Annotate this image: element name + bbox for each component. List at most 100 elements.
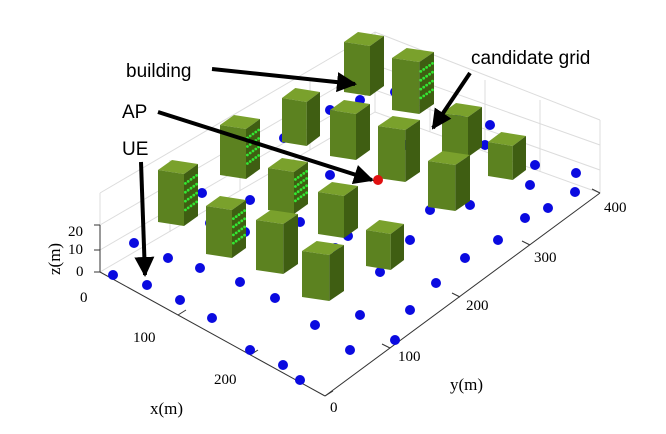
candidate-grid-point [237,237,241,241]
candidate-grid-point [422,94,426,98]
candidate-grid-point [296,183,300,186]
candidate-grid-point [248,160,252,163]
building-side [356,104,370,160]
candidate-grid-point [251,132,255,136]
building-top [488,132,526,146]
candidate-grid-point [299,181,303,184]
building-side [294,162,308,214]
candidate-grid-point [232,217,235,221]
candidate-grid-point [257,145,260,149]
building-front [330,110,356,160]
candidate-grid-point [240,227,244,231]
candidate-grid-point [302,193,306,197]
candidate-grid-point [243,209,247,213]
building [330,100,370,160]
candidate-grid-point [195,200,199,204]
building-side [344,186,358,238]
candidate-grid-point [305,184,308,188]
label-ap: AP [122,102,147,123]
candidate-grid-point [428,64,431,67]
building [256,210,298,274]
candidate-grid-point [296,190,300,194]
building-side [232,200,246,258]
ue-dot [197,188,207,198]
candidate-grid-point [419,96,423,100]
y-tick-300: 300 [534,250,557,266]
candidate-grid-point [234,231,238,235]
ue-dot [310,320,320,330]
building-front [318,192,344,238]
candidate-grid-point [248,134,252,138]
ue-dot [405,235,415,245]
ue-dot [570,187,580,197]
building-front [428,161,456,211]
z-tick-20: 20 [68,224,83,240]
candidate-grid-point [296,176,300,179]
candidate-grid-point [189,195,193,199]
arrow-ue [134,161,155,277]
building-side [390,224,404,270]
candidate-grid-point [184,190,187,194]
ue-dot [405,305,415,315]
candidate-grid-point [299,174,303,177]
building-top [158,160,198,174]
candidate-grid-point [431,88,434,92]
ue-dot [345,345,355,355]
building-side [283,214,298,274]
ue-dot [270,293,280,303]
building [428,151,470,211]
y-tick-200: 200 [466,298,489,314]
building [344,32,384,96]
ue-dot [390,335,400,345]
candidate-grid-point [428,81,431,85]
ue-dot [129,238,139,248]
candidate-grid-point [186,188,190,192]
candidate-grid-point [305,170,308,173]
candidate-grid-point [294,178,297,181]
ap-marker [373,175,383,185]
x-tick-100: 100 [133,330,156,346]
y-tick-0: 0 [330,400,338,416]
candidate-grid-point [302,186,306,190]
building-side [455,155,470,211]
candidate-grid-point [186,180,190,183]
candidate-grid-point [425,74,428,78]
ue-dot [525,180,535,190]
building-front [442,113,468,157]
candidate-grid-point [234,223,238,227]
building-side [184,164,198,226]
ue-dot [355,310,365,320]
y-tick-400: 400 [604,200,627,216]
candidate-grid-point [302,172,306,175]
candidate-grid-point [431,70,434,74]
candidate-grid-point [184,199,187,203]
candidate-grid-point [294,185,297,188]
candidate-grid-point [192,202,196,206]
candidate-grid-point [234,215,238,219]
building-top [282,88,320,102]
candidate-grid-point [240,235,244,239]
building [378,116,420,182]
building-front [392,58,420,114]
building [268,158,308,214]
candidate-grid-point [248,143,252,146]
z-tick-10: 10 [68,242,83,258]
x-tick-200: 200 [214,372,237,388]
annotation-arrows [134,67,472,277]
x-tick-0: 0 [80,290,88,306]
building [392,48,434,114]
candidate-grid-point [192,176,196,179]
building-front [378,126,406,182]
building [488,132,526,180]
candidate-grid-point [422,76,426,80]
candidate-grid-point [299,188,303,192]
candidate-grid-point [257,137,260,140]
ue-dot [207,313,217,323]
building-top [318,182,358,196]
label-ue: UE [122,139,148,160]
ue-dot [245,345,255,355]
building-front [488,142,513,180]
candidate-grid-point [305,177,308,180]
candidate-grid-point [419,70,423,73]
